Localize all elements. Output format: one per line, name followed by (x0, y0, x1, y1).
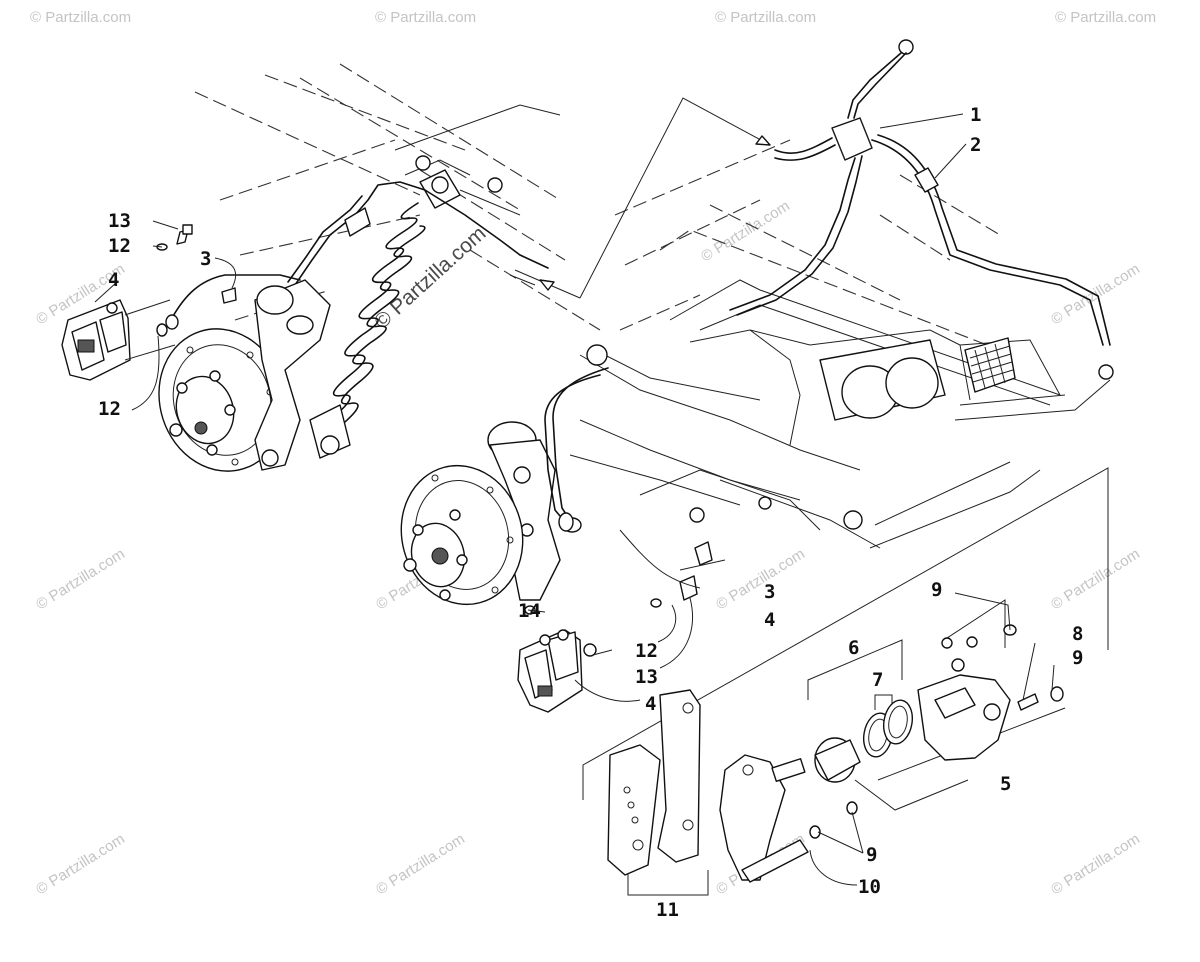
watermark: © Partzilla.com (1048, 545, 1143, 613)
rear-brake-disc (158, 328, 286, 472)
callout-12-rear-bottom: 12 (98, 398, 121, 420)
watermark: © Partzilla.com (373, 830, 468, 898)
caliper-piston (814, 737, 861, 783)
watermark: © Partzilla.com (715, 9, 816, 26)
callout-4-front: 4 (645, 693, 656, 715)
bleeder-valve (1017, 686, 1064, 711)
caliper-bracket (719, 754, 809, 883)
brake-pad-outer (657, 689, 701, 863)
brake-pad-inner (607, 744, 661, 876)
callout-7: 7 (872, 669, 883, 691)
watermark: © Partzilla.com (1048, 830, 1143, 898)
callout-14: 14 (518, 600, 541, 622)
callout-5: 5 (1000, 773, 1011, 795)
callout-9-right: 9 (1072, 647, 1083, 669)
watermark: © Partzilla.com (698, 197, 793, 265)
callout-10: 10 (858, 876, 881, 898)
callout-1: 1 (970, 104, 981, 126)
callout-9-bottom: 9 (866, 844, 877, 866)
callout-labels: 1 2 3 3 4 4 4 5 6 7 8 9 9 9 10 11 12 12 … (98, 104, 1083, 921)
front-grille (964, 337, 1016, 393)
callout-13-front: 13 (635, 666, 658, 688)
front-a-arms (569, 344, 863, 530)
callout-8: 8 (1072, 623, 1083, 645)
watermark: © Partzilla.com (1055, 9, 1156, 26)
rear-hardware (156, 224, 237, 337)
callout-6: 6 (848, 637, 859, 659)
headlight-assembly (819, 339, 946, 421)
callout-11: 11 (656, 899, 679, 921)
caliper-housing (917, 636, 1011, 761)
front-body-outline (614, 139, 1111, 549)
front-brake-disc (400, 464, 524, 606)
callout-leaders (94, 113, 1055, 886)
caliper-pins-washers (809, 624, 1017, 839)
front-knuckle (487, 421, 582, 601)
rear-knuckle (254, 279, 331, 471)
rear-brake-line (171, 181, 549, 319)
callout-3-front: 3 (764, 581, 775, 603)
callout-13-rear: 13 (108, 210, 131, 232)
callout-3-rear: 3 (200, 248, 211, 270)
front-brake-line (544, 367, 609, 532)
rear-shock-absorber (309, 155, 503, 459)
brake-junction-block (729, 39, 1114, 380)
callout-4-rear: 4 (108, 269, 119, 291)
rear-brake-caliper (61, 299, 176, 381)
flow-arrows (509, 97, 771, 299)
watermark: © Partzilla.com (33, 830, 128, 898)
callout-2: 2 (970, 134, 981, 156)
callout-4-assembly: 4 (764, 609, 775, 631)
callout-9-top: 9 (931, 579, 942, 601)
callout-12-front: 12 (635, 640, 658, 662)
callout-12-rear-top: 12 (108, 235, 131, 257)
front-brake-caliper (517, 629, 583, 713)
watermark: © Partzilla.com (375, 9, 476, 26)
watermark: © Partzilla.com (30, 9, 131, 26)
watermark: © Partzilla.com (713, 545, 808, 613)
watermark: © Partzilla.com (33, 545, 128, 613)
piston-seals (862, 699, 914, 758)
